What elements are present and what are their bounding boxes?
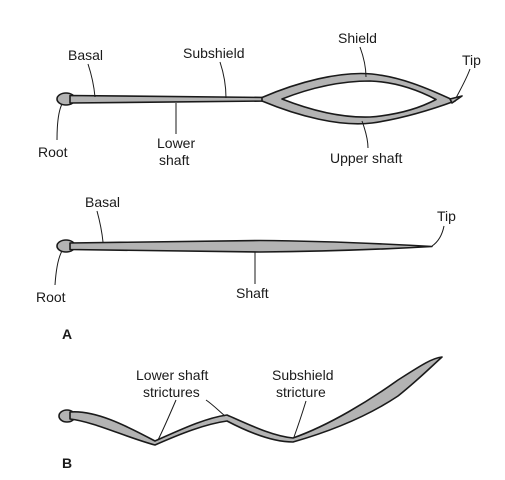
label-upper-shaft: Upper shaft [330, 150, 402, 166]
panel-label-a: A [62, 326, 72, 342]
label-lower-shaft-strictures-line2: strictures [143, 384, 200, 400]
leader-stricture-1 [157, 399, 177, 441]
label-subshield-stricture-line1: Subshield [272, 367, 334, 383]
leader-tip-1 [455, 68, 471, 99]
leader-subshield [219, 61, 227, 99]
leader-tip-2 [431, 225, 445, 247]
hair-3-zigzag-shaft [69, 356, 443, 446]
hair-3-leaders [157, 399, 307, 441]
hair-1-lower-shaft [69, 94, 269, 104]
label-subshield-stricture-line2: stricture [276, 384, 326, 400]
leader-upper-shaft [361, 120, 369, 149]
hair-3-labels: Lower shaft strictures Subshield strictu… [136, 367, 334, 400]
leader-basal-2 [96, 210, 104, 243]
hair-1-labels: Basal Subshield Shield Tip Root Lower sh… [38, 30, 481, 168]
leader-stricture-2 [205, 399, 226, 417]
label-basal-2: Basal [85, 194, 120, 210]
leader-root-1 [56, 103, 63, 141]
hair-2-labels: Basal Tip Root Shaft [36, 194, 456, 305]
leader-basal-1 [87, 63, 96, 98]
leader-root-2 [54, 250, 63, 286]
label-shaft: Shaft [236, 285, 269, 301]
label-lower-shaft-line2: shaft [159, 152, 189, 168]
label-root-1: Root [38, 144, 68, 160]
hair-2-leaders [54, 210, 445, 286]
panel-label-b: B [62, 455, 72, 471]
hair-2-group [56, 239, 433, 253]
hair-3-group [58, 356, 443, 446]
leader-subshield-stricture [293, 400, 307, 438]
hair-1-group [56, 72, 463, 125]
leader-shield [359, 46, 367, 78]
label-shield: Shield [338, 30, 377, 46]
label-lower-shaft-line1: Lower [157, 135, 195, 151]
hair-1-shield-loop [261, 72, 456, 125]
label-root-2: Root [36, 289, 66, 305]
label-tip-1: Tip [462, 52, 481, 68]
label-basal-1: Basal [68, 47, 103, 63]
label-lower-shaft-strictures-line1: Lower shaft [136, 367, 208, 383]
label-tip-2: Tip [437, 208, 456, 224]
hair-2-shaft [69, 239, 433, 253]
hair-1-leaders [56, 46, 471, 149]
label-subshield: Subshield [183, 45, 245, 61]
